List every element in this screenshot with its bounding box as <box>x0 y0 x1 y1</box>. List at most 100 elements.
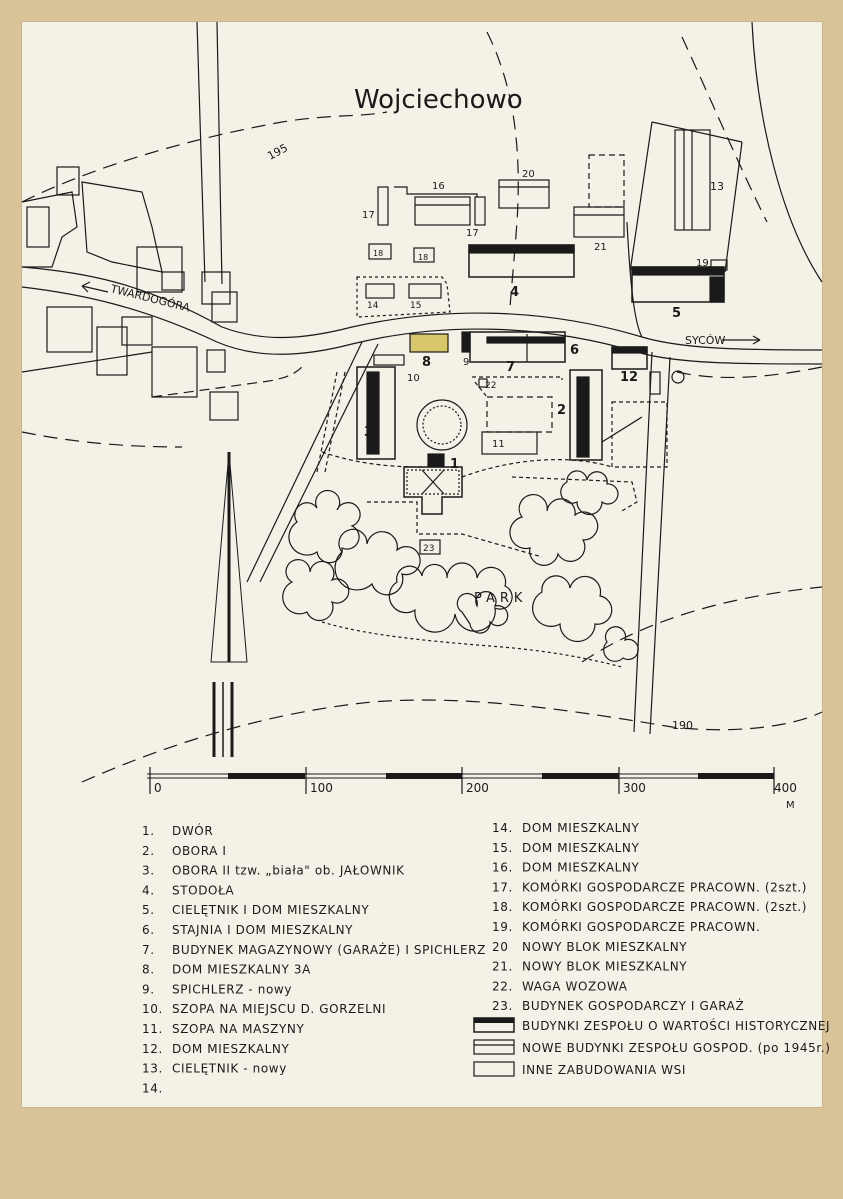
building-number-5: 5 <box>672 306 681 321</box>
contour-label-195: 195 <box>265 141 290 162</box>
north-road <box>196 21 223 285</box>
legend-number: 14. <box>142 1081 163 1095</box>
legend-number: 6. <box>142 923 155 937</box>
building-number-14: 14 <box>367 301 379 311</box>
scale-tick-0: 0 <box>154 781 162 795</box>
legend-number: 11. <box>142 1022 163 1036</box>
contour-se <box>581 586 823 663</box>
scale-tick-200: 200 <box>466 781 489 795</box>
building-number-16: 16 <box>432 181 445 192</box>
building-number-18a: 18 <box>373 249 383 258</box>
scale-bar <box>147 767 775 794</box>
building-number-2: 2 <box>557 403 566 418</box>
building-number-21: 21 <box>594 242 607 253</box>
building-number-19: 19 <box>696 258 709 269</box>
building-number-20: 20 <box>522 169 535 180</box>
key-swatch-new <box>473 1039 515 1055</box>
legend-label: KOMÓRKI GOSPODARCZE PRACOWN. (2szt.) <box>522 879 807 894</box>
building-number-13: 13 <box>710 180 724 193</box>
key-swatch-other <box>473 1061 515 1077</box>
legend-label: DOM MIESZKALNY 3A <box>172 963 311 977</box>
legend-number: 13. <box>142 1062 163 1076</box>
legend-number: 1. <box>142 824 155 838</box>
map-title: Wojciechowo <box>354 85 523 115</box>
village-houses <box>21 166 303 421</box>
key-label-other: INNE ZABUDOWANIA WSI <box>522 1063 686 1077</box>
legend-number: 17. <box>492 880 513 894</box>
building-number-4: 4 <box>510 285 519 300</box>
legend-label: CIELĘTNIK - nowy <box>172 1062 287 1076</box>
legend-keys <box>473 1017 515 1077</box>
road-label-west: TWARDOGÓRA <box>108 282 191 315</box>
legend-number: 23. <box>492 999 513 1013</box>
building-number-23: 23 <box>423 544 434 554</box>
courtyard-buildings <box>356 331 685 555</box>
legend-number: 18. <box>492 900 513 914</box>
legend-label: NOWY BLOK MIESZKALNY <box>522 940 687 954</box>
building-number-17b: 17 <box>466 228 479 239</box>
legend-number: 10. <box>142 1002 163 1016</box>
building-number-8: 8 <box>422 355 431 370</box>
field-path-east <box>676 366 823 379</box>
legend-label: BUDYNEK GOSPODARCZY I GARAŻ <box>522 998 744 1013</box>
legend-number: 19. <box>492 920 513 934</box>
legend-label: STAJNIA I DOM MIESZKALNY <box>172 923 353 937</box>
map-sheet: Wojciechowo TWARDOGÓRA SYCÓW 195 190 <box>21 21 830 1107</box>
legend-number: 5. <box>142 903 155 917</box>
east-road <box>633 351 671 735</box>
legend-label: DOM MIESZKALNY <box>522 821 639 835</box>
north-arrow <box>210 451 248 757</box>
key-label-historic: BUDYNKI ZESPOŁU O WARTOŚCI HISTORYCZNEJ <box>522 1018 830 1033</box>
legend-number: 7. <box>142 943 155 957</box>
legend-number: 8. <box>142 963 155 977</box>
contour-label-190: 190 <box>672 719 693 732</box>
legend-number: 15. <box>492 841 513 855</box>
contour-195 <box>21 111 388 203</box>
building-number-10: 10 <box>407 373 420 384</box>
legend-number: 20 <box>492 940 508 954</box>
legend-number: 16. <box>492 861 513 875</box>
contour-west <box>21 431 183 448</box>
legend-label: CIELĘTNIK I DOM MIESZKALNY <box>172 903 369 917</box>
east-arrow <box>722 335 761 345</box>
legend-label: SPICHLERZ - nowy <box>172 982 292 996</box>
scale-tick-300: 300 <box>623 781 646 795</box>
west-arrow <box>81 281 109 293</box>
legend-label: OBORA II tzw. „biała" ob. JAŁOWNIK <box>172 864 405 878</box>
east-field-road-2 <box>751 21 823 283</box>
building-number-11: 11 <box>492 439 505 450</box>
legend-number: 4. <box>142 883 155 897</box>
building-number-15: 15 <box>410 301 421 311</box>
main-road <box>21 266 823 365</box>
legend-number: 12. <box>142 1042 163 1056</box>
park-trees <box>282 470 639 668</box>
legend-label: BUDYNEK MAGAZYNOWY (GARAŻE) I SPICHLERZ <box>172 942 486 957</box>
legend-number: 9. <box>142 982 155 996</box>
scale-unit: M <box>786 800 795 811</box>
site-plan: Wojciechowo TWARDOGÓRA SYCÓW 195 190 <box>21 21 830 1095</box>
legend-number: 21. <box>492 960 513 974</box>
north-buildings <box>356 121 743 318</box>
legend-label: DWÓR <box>172 823 213 838</box>
legend-label: SZOPA NA MASZYNY <box>172 1022 304 1036</box>
road-label-east: SYCÓW <box>685 334 725 347</box>
building-number-6: 6 <box>570 343 579 358</box>
legend-label: DOM MIESZKALNY <box>522 841 639 855</box>
key-label-new: NOWE BUDYNKI ZESPOŁU GOSPOD. (po 1945r.) <box>522 1041 831 1055</box>
building-number-1: 1 <box>450 457 459 472</box>
legend-number: 2. <box>142 844 155 858</box>
legend-label: SZOPA NA MIEJSCU D. GORZELNI <box>172 1002 386 1016</box>
fences <box>316 371 638 558</box>
legend-number: 3. <box>142 864 155 878</box>
legend-number: 14. <box>492 821 513 835</box>
legend-label: STODOŁA <box>172 883 234 897</box>
legend-label: KOMÓRKI GOSPODARCZE PRACOWN. <box>522 919 760 934</box>
park-label: PARK <box>474 591 527 606</box>
contour-north <box>486 31 519 308</box>
legend-label: DOM MIESZKALNY <box>172 1042 289 1056</box>
building-number-12: 12 <box>620 370 638 385</box>
legend-label: NOWY BLOK MIESZKALNY <box>522 960 687 974</box>
building-number-3: 3 <box>364 425 373 440</box>
